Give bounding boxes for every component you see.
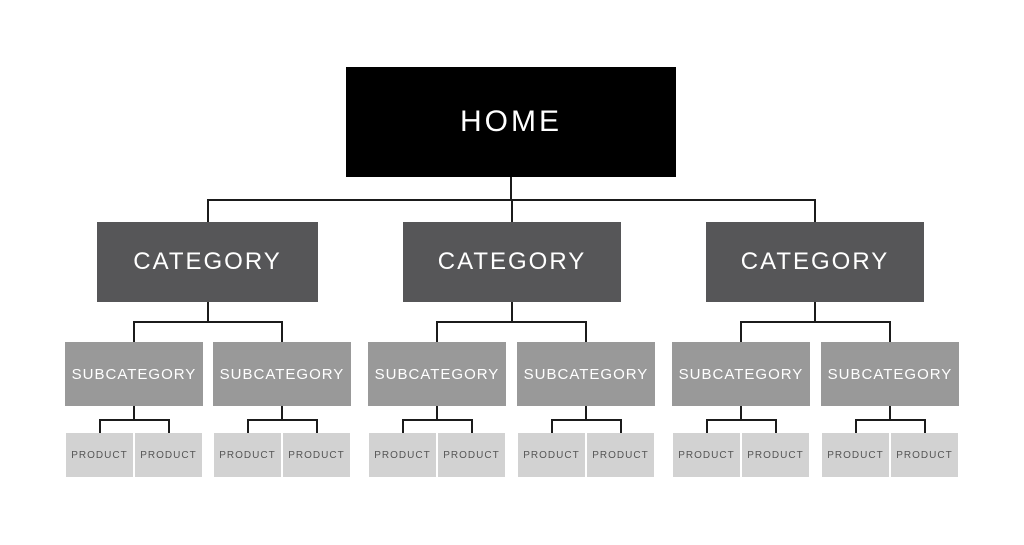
- connector-line: [889, 321, 891, 342]
- connector-line: [99, 419, 170, 421]
- connector-line: [436, 406, 438, 420]
- subcategory-node: SUBCATEGORY: [213, 342, 351, 406]
- connector-line: [585, 406, 587, 420]
- category-label: CATEGORY: [437, 248, 587, 275]
- connector-line: [281, 406, 283, 420]
- connector-line: [510, 177, 512, 200]
- product-label: PRODUCT: [592, 449, 649, 461]
- product-label: PRODUCT: [443, 449, 500, 461]
- connector-line: [207, 199, 209, 222]
- subcategory-label: SUBCATEGORY: [678, 365, 804, 383]
- connector-line: [924, 419, 926, 433]
- product-label: PRODUCT: [374, 449, 431, 461]
- connector-line: [281, 321, 283, 342]
- connector-line: [775, 419, 777, 433]
- connector-line: [133, 321, 135, 342]
- product-node: PRODUCT: [822, 433, 889, 477]
- connector-line: [133, 321, 283, 323]
- connector-line: [551, 419, 622, 421]
- subcategory-label: SUBCATEGORY: [827, 365, 953, 383]
- product-label: PRODUCT: [288, 449, 345, 461]
- product-node: PRODUCT: [891, 433, 958, 477]
- category-node: CATEGORY: [403, 222, 621, 302]
- product-node: PRODUCT: [135, 433, 202, 477]
- connector-line: [585, 321, 587, 342]
- product-node: PRODUCT: [742, 433, 809, 477]
- connector-line: [436, 321, 438, 342]
- subcategory-node: SUBCATEGORY: [65, 342, 203, 406]
- connector-line: [855, 419, 857, 433]
- connector-line: [551, 419, 553, 433]
- product-label: PRODUCT: [678, 449, 735, 461]
- connector-line: [706, 419, 777, 421]
- product-node: PRODUCT: [673, 433, 740, 477]
- connector-line: [99, 419, 101, 433]
- connector-line: [247, 419, 318, 421]
- product-node: PRODUCT: [369, 433, 436, 477]
- product-label: PRODUCT: [140, 449, 197, 461]
- subcategory-node: SUBCATEGORY: [672, 342, 810, 406]
- category-node: CATEGORY: [97, 222, 318, 302]
- subcategory-node: SUBCATEGORY: [368, 342, 506, 406]
- connector-line: [740, 321, 891, 323]
- product-label: PRODUCT: [896, 449, 953, 461]
- subcategory-label: SUBCATEGORY: [71, 365, 197, 383]
- product-node: PRODUCT: [283, 433, 350, 477]
- connector-line: [740, 406, 742, 420]
- connector-line: [207, 302, 209, 322]
- category-label: CATEGORY: [133, 248, 282, 275]
- connector-line: [814, 199, 816, 222]
- connector-line: [706, 419, 708, 433]
- home-label: HOME: [460, 105, 562, 138]
- connector-line: [855, 419, 926, 421]
- product-label: PRODUCT: [219, 449, 276, 461]
- subcategory-node: SUBCATEGORY: [821, 342, 959, 406]
- connector-line: [247, 419, 249, 433]
- connector-line: [740, 321, 742, 342]
- subcategory-label: SUBCATEGORY: [523, 365, 649, 383]
- subcategory-node: SUBCATEGORY: [517, 342, 655, 406]
- product-node: PRODUCT: [518, 433, 585, 477]
- product-node: PRODUCT: [214, 433, 281, 477]
- connector-line: [436, 321, 587, 323]
- connector-line: [471, 419, 473, 433]
- connector-line: [814, 302, 816, 322]
- connector-line: [620, 419, 622, 433]
- connector-line: [168, 419, 170, 433]
- product-label: PRODUCT: [71, 449, 128, 461]
- product-label: PRODUCT: [523, 449, 580, 461]
- category-node: CATEGORY: [706, 222, 924, 302]
- subcategory-label: SUBCATEGORY: [374, 365, 500, 383]
- subcategory-label: SUBCATEGORY: [219, 365, 345, 383]
- connector-line: [316, 419, 318, 433]
- connector-line: [511, 199, 513, 222]
- product-label: PRODUCT: [747, 449, 804, 461]
- product-node: PRODUCT: [587, 433, 654, 477]
- connector-line: [402, 419, 473, 421]
- connector-line: [511, 302, 513, 322]
- home-node: HOME: [346, 67, 676, 177]
- product-label: PRODUCT: [827, 449, 884, 461]
- connector-line: [889, 406, 891, 420]
- product-node: PRODUCT: [66, 433, 133, 477]
- connector-line: [133, 406, 135, 420]
- product-node: PRODUCT: [438, 433, 505, 477]
- connector-line: [402, 419, 404, 433]
- category-label: CATEGORY: [740, 248, 890, 275]
